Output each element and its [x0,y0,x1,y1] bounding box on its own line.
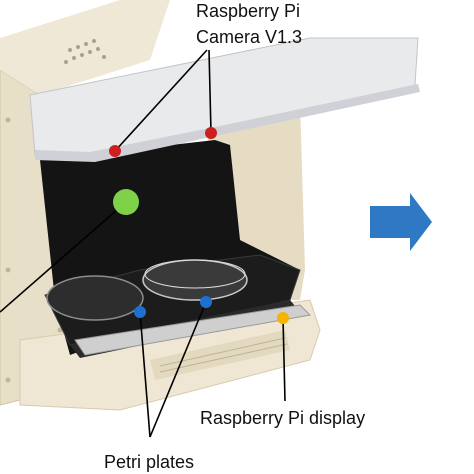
screw [5,267,11,273]
petri-plate-left [46,275,144,321]
vent-panel [150,330,290,380]
screw [57,327,63,333]
petri-label: Petri plates [104,452,194,472]
enclosure-base [19,299,321,411]
petri-leader-2 [149,301,207,438]
petri-leader-1 [139,311,151,438]
camera-leader-2 [208,49,212,134]
camera-marker-left [109,145,121,157]
right-arrow-icon [370,193,432,251]
lid-front-edge [35,84,420,162]
camera-leader-1 [114,49,208,152]
enclosure-top [0,0,170,95]
petri-plate-right [142,259,248,301]
camera-label-line2: Camera V1.3 [196,27,302,47]
screw [5,117,11,123]
vent-grille [64,39,106,64]
display-bezel [74,304,312,356]
annotation-lines [0,49,286,438]
petri-marker-left [134,306,146,318]
petri-plate-right-lid [144,259,246,289]
display-marker [277,312,289,324]
display-leader [282,317,286,402]
camera-marker-right [205,127,217,139]
camera-label-line1: Raspberry Pi [196,1,300,21]
petri-marker-right [200,296,212,308]
center-leader [0,201,127,313]
display-label: Raspberry Pi display [200,408,365,428]
screw [5,377,11,383]
enclosure-lid [29,37,420,162]
center-marker [113,189,139,215]
